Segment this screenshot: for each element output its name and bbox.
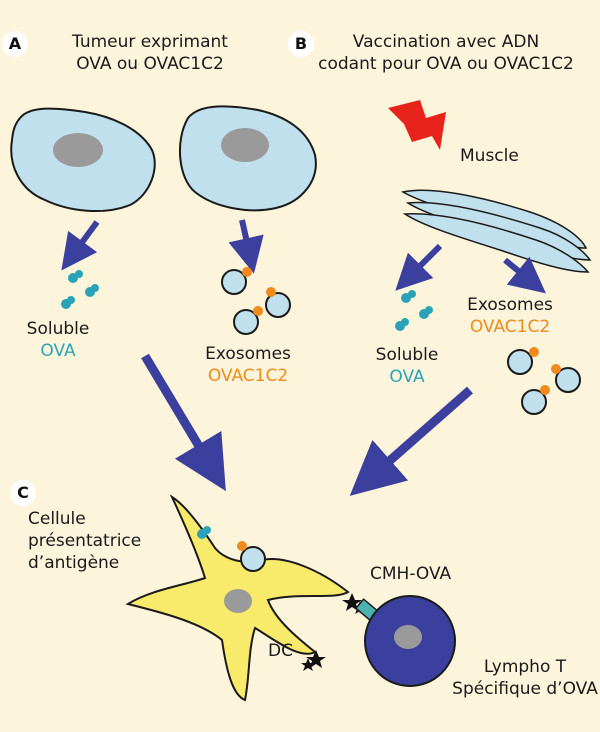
muscle-fibers bbox=[400, 189, 592, 273]
cmh-ova-label: CMH-OVA bbox=[370, 564, 452, 584]
tumor-cell-right bbox=[178, 105, 317, 212]
lightning-icon bbox=[388, 100, 446, 150]
dendritic-cell bbox=[125, 494, 350, 702]
soluble-ova-label-b: Soluble OVA bbox=[376, 344, 439, 388]
panel-b-title-line1: Vaccination avec ADN bbox=[352, 32, 540, 52]
soluble-label: Soluble bbox=[375, 345, 439, 365]
exosomes-a bbox=[221, 267, 291, 335]
panel-b-title: Vaccination avec ADN codant pour OVA ou … bbox=[318, 31, 574, 75]
arrow-b-to-dc bbox=[349, 386, 473, 496]
panel-badge-c: C bbox=[10, 480, 36, 506]
exosomes-label: Exosomes bbox=[205, 344, 291, 364]
lympho-line2: Spécifique d’OVA bbox=[452, 679, 598, 699]
nucleus bbox=[221, 128, 269, 162]
ovac1c2-label: OVAC1C2 bbox=[207, 366, 289, 386]
tumor-cell-left bbox=[10, 107, 156, 213]
lympho-line1: Lympho T bbox=[483, 657, 567, 677]
exosomes-label-b: Exosomes OVAC1C2 bbox=[467, 294, 553, 338]
soluble-ova-molecules-b bbox=[395, 290, 433, 331]
nucleus bbox=[394, 625, 422, 649]
ova-label: OVA bbox=[389, 367, 425, 387]
panel-b-title-line2: codant pour OVA ou OVAC1C2 bbox=[318, 54, 574, 74]
panel-a-title: Tumeur exprimant OVA ou OVAC1C2 bbox=[72, 31, 228, 75]
soluble-label: Soluble bbox=[26, 319, 90, 339]
apc-line2: présentatrice bbox=[28, 531, 142, 551]
exosomes-label: Exosomes bbox=[467, 295, 553, 315]
arrow-muscle-to-exosomes bbox=[503, 256, 546, 294]
exosomes-b bbox=[507, 347, 581, 415]
ovac1c2-label: OVAC1C2 bbox=[469, 317, 551, 337]
t-lymphocyte bbox=[364, 595, 456, 687]
exosomes-label-a: Exosomes OVAC1C2 bbox=[205, 343, 291, 387]
dc-label: DC bbox=[268, 641, 293, 661]
nucleus bbox=[224, 589, 252, 613]
lympho-t-label: Lympho T Spécifique d’OVA bbox=[452, 656, 598, 700]
apc-line1: Cellule bbox=[28, 509, 86, 529]
apc-label: Cellule présentatrice d’antigène bbox=[28, 508, 141, 574]
ova-label: OVA bbox=[40, 341, 76, 361]
panel-badge-b: B bbox=[288, 31, 314, 57]
arrow-tumor-to-soluble bbox=[61, 220, 100, 271]
soluble-ova-molecules-a bbox=[61, 270, 99, 309]
muscle-label: Muscle bbox=[460, 146, 519, 166]
arrow-muscle-to-soluble bbox=[395, 243, 443, 291]
arrow-tumor-to-exosomes bbox=[228, 219, 264, 274]
nucleus bbox=[53, 133, 103, 167]
panel-badge-a: A bbox=[2, 31, 28, 57]
arrow-a-to-dc bbox=[141, 353, 226, 492]
panel-a-title-line1: Tumeur exprimant bbox=[72, 32, 228, 52]
mhc-star-icon bbox=[301, 593, 367, 671]
panel-a-title-line2: OVA ou OVAC1C2 bbox=[76, 54, 224, 74]
apc-line3: d’antigène bbox=[28, 553, 120, 573]
soluble-ova-label-a: Soluble OVA bbox=[27, 318, 90, 362]
